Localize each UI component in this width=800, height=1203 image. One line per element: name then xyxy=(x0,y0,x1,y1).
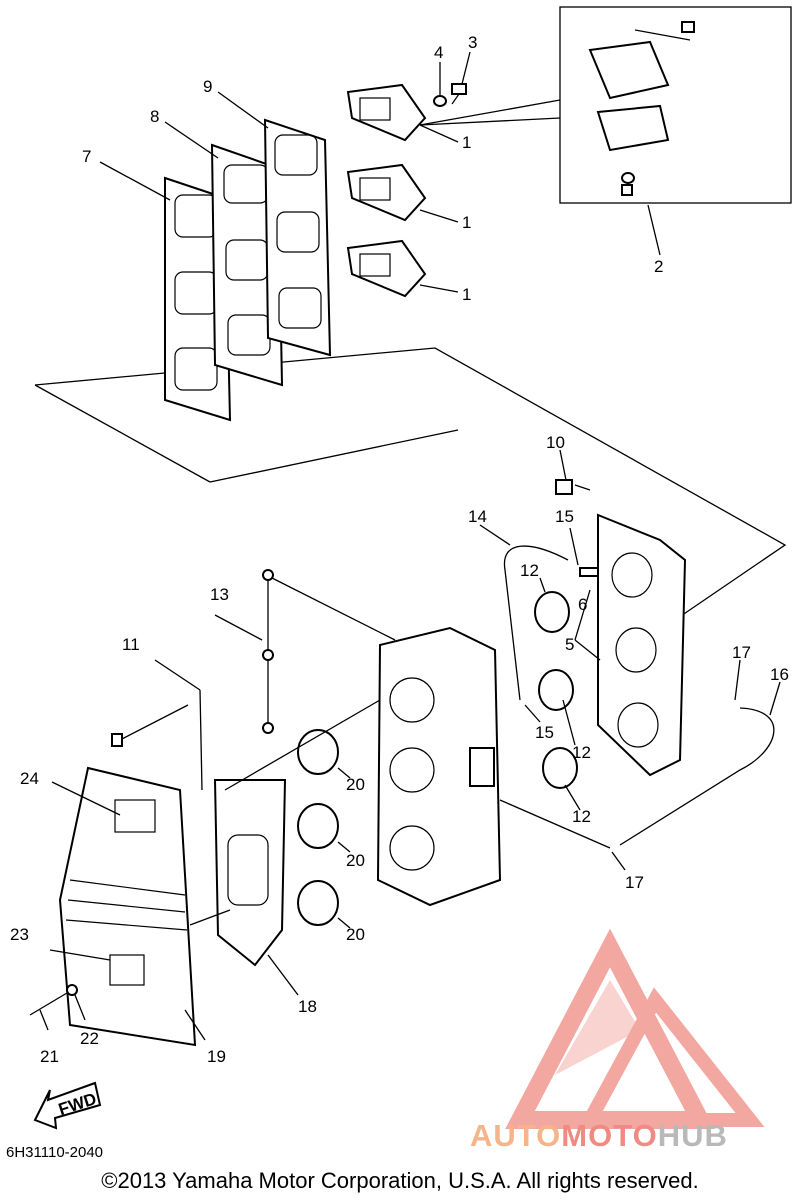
screw-21 xyxy=(29,989,73,1016)
o-ring-12-a xyxy=(534,591,570,633)
callout-20-c: 20 xyxy=(346,925,365,944)
watermark-logo-icon xyxy=(505,928,765,1129)
reed-valve-exploded xyxy=(588,21,695,196)
seal-20-a xyxy=(297,729,339,775)
hose-16 xyxy=(619,707,775,846)
callout-16: 16 xyxy=(770,665,789,684)
callout-24: 24 xyxy=(20,769,39,788)
callout-22: 22 xyxy=(80,1029,99,1048)
callout-10: 10 xyxy=(546,433,565,452)
callout-1-middle: 1 xyxy=(462,213,471,232)
watermark-part-1: AUTO xyxy=(470,1118,562,1153)
bolt-11 xyxy=(111,704,189,747)
callout-23: 23 xyxy=(10,925,29,944)
callout-7: 7 xyxy=(82,147,91,166)
reed-valve-top xyxy=(346,83,427,142)
callout-14: 14 xyxy=(468,507,487,526)
callout-21: 21 xyxy=(40,1047,59,1066)
assembly-frame-left xyxy=(34,384,211,483)
leader-lines-top xyxy=(99,51,661,293)
watermark-part-3: HUB xyxy=(657,1118,728,1153)
callout-6: 6 xyxy=(578,595,587,614)
copyright-notice: ©2013 Yamaha Motor Corporation, U.S.A. A… xyxy=(101,1168,699,1193)
washer-4 xyxy=(433,95,447,107)
callout-3: 3 xyxy=(468,33,477,52)
callout-4: 4 xyxy=(434,43,443,62)
callout-2: 2 xyxy=(654,257,663,276)
callout-1-top: 1 xyxy=(462,133,471,152)
callout-12-a: 12 xyxy=(520,561,539,580)
o-ring-12-b xyxy=(538,669,574,711)
nut-22 xyxy=(66,984,78,996)
bolt-10 xyxy=(555,479,591,495)
gasket-18 xyxy=(213,779,287,967)
callout-19: 19 xyxy=(207,1047,226,1066)
callout-12-b: 12 xyxy=(572,743,591,762)
seal-20-b xyxy=(297,803,339,849)
leader-lines-bottom xyxy=(39,449,781,1041)
callout-15-bottom: 15 xyxy=(535,723,554,742)
callout-17-top: 17 xyxy=(732,643,751,662)
callout-8: 8 xyxy=(150,107,159,126)
callout-1-bottom: 1 xyxy=(462,285,471,304)
reed-valve-bottom xyxy=(346,239,427,298)
o-ring-12-c xyxy=(542,747,578,789)
callout-20-b: 20 xyxy=(346,851,365,870)
gasket-9 xyxy=(263,118,332,357)
hose-14 xyxy=(503,545,569,701)
assembly-frame-mid xyxy=(209,429,459,483)
callout-9: 9 xyxy=(203,77,212,96)
callout-20-a: 20 xyxy=(346,775,365,794)
seal-20-c xyxy=(297,880,339,926)
callout-15-top: 15 xyxy=(555,507,574,526)
watermark-text: AUTOMOTOHUB xyxy=(470,1118,728,1154)
watermark-part-2: MOTO xyxy=(561,1118,658,1153)
screw-3 xyxy=(451,83,467,105)
fwd-arrow-icon xyxy=(33,1081,102,1130)
silencer-cover-19 xyxy=(58,766,197,1047)
diagram-code: 6H31110-2040 xyxy=(6,1144,104,1161)
pin-6 xyxy=(579,567,599,577)
fwd-label: FWD xyxy=(56,1089,99,1119)
callout-5: 5 xyxy=(565,635,574,654)
callout-13: 13 xyxy=(210,585,229,604)
callout-11: 11 xyxy=(122,635,140,654)
reed-valve-middle xyxy=(346,163,427,222)
callout-17-bottom: 17 xyxy=(625,873,644,892)
link-rod-13 xyxy=(262,569,274,734)
callout-18: 18 xyxy=(298,997,317,1016)
callout-12-c: 12 xyxy=(572,807,591,826)
reed-valve-kit-inset xyxy=(559,6,792,204)
intake-manifold xyxy=(597,513,687,777)
carburetor-assembly xyxy=(376,626,502,907)
